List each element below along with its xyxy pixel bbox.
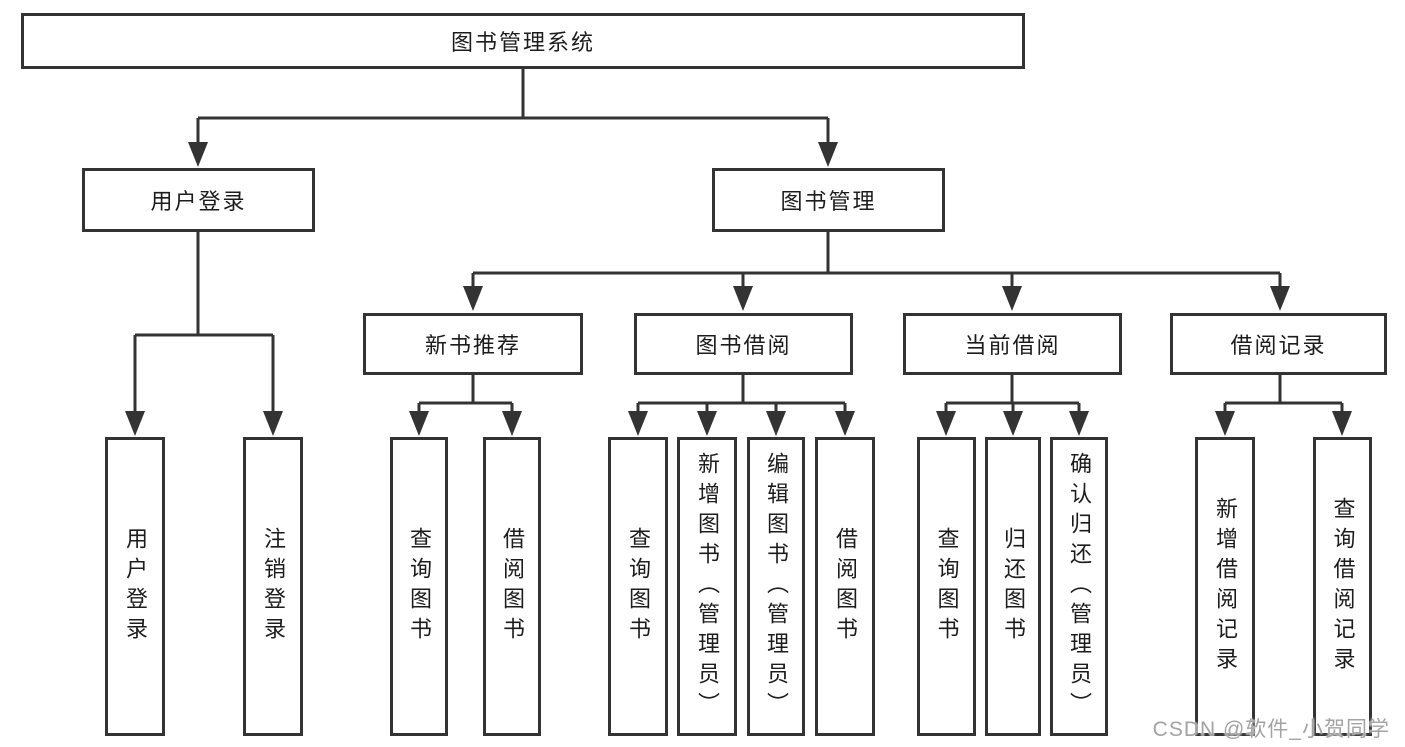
arrowhead <box>188 142 208 167</box>
leaf-borrowing-add-books-admin: 新增图书（管理员） <box>677 437 737 736</box>
node-new-book-recommend: 新书推荐 <box>363 313 583 375</box>
leaf-borrowing-edit-books-admin: 编辑图书（管理员） <box>747 437 805 736</box>
node-user-login: 用户登录 <box>82 168 315 232</box>
node-borrowing-records: 借阅记录 <box>1170 313 1387 375</box>
csdn-watermark: CSDN @软件_小贺同学 <box>1152 718 1390 741</box>
arrowhead <box>936 411 956 436</box>
arrowhead <box>1215 411 1235 436</box>
leaf-borrowing-borrow-books: 借阅图书 <box>815 437 875 736</box>
leaf-current-return-books-label: 归还图书 <box>1001 526 1026 647</box>
arrowhead <box>818 142 838 167</box>
node-book-management-label: 图书管理 <box>780 189 877 214</box>
arrowhead <box>463 286 483 311</box>
arrowhead <box>733 286 753 311</box>
node-book-borrowing-label: 图书借阅 <box>695 333 792 358</box>
leaf-borrowing-add-books-admin-label: 新增图书（管理员） <box>695 451 720 722</box>
leaf-records-query-record-label: 查询借阅记录 <box>1330 496 1356 677</box>
node-root-label: 图书管理系统 <box>450 30 595 55</box>
node-current-borrowing-label: 当前借阅 <box>964 333 1061 358</box>
connector-book-management-split <box>471 230 1282 289</box>
node-borrowing-records-label: 借阅记录 <box>1230 333 1327 358</box>
node-root: 图书管理系统 <box>21 13 1025 69</box>
leaf-recommend-borrow-books: 借阅图书 <box>483 437 541 736</box>
arrowhead <box>628 411 648 436</box>
leaf-borrowing-edit-books-admin-label: 编辑图书（管理员） <box>764 451 789 722</box>
leaf-logout-login-label: 注销登录 <box>261 526 286 647</box>
leaf-borrowing-query-books-label: 查询图书 <box>626 526 651 647</box>
leaf-current-query-books: 查询图书 <box>917 437 976 736</box>
arrowhead <box>766 411 786 436</box>
arrowhead <box>125 411 145 436</box>
arrowhead <box>1270 286 1290 311</box>
leaf-user-login: 用户登录 <box>105 437 165 736</box>
leaf-current-query-books-label: 查询图书 <box>934 526 960 647</box>
connector-new-book-recommend-split <box>417 373 514 414</box>
node-book-borrowing: 图书借阅 <box>634 313 853 375</box>
node-new-book-recommend-label: 新书推荐 <box>424 333 521 358</box>
leaf-recommend-borrow-books-label: 借阅图书 <box>500 526 525 647</box>
leaf-logout-login: 注销登录 <box>243 437 303 736</box>
arrowhead <box>1069 411 1089 436</box>
leaf-recommend-query-books-label: 查询图书 <box>407 526 432 647</box>
node-user-login-label: 用户登录 <box>150 189 247 214</box>
node-current-borrowing: 当前借阅 <box>903 313 1122 375</box>
leaf-current-return-books: 归还图书 <box>985 437 1041 736</box>
leaf-borrowing-query-books: 查询图书 <box>608 437 668 736</box>
arrowhead <box>502 411 522 436</box>
leaf-user-login-label: 用户登录 <box>123 526 148 647</box>
connector-current-borrowing-split <box>944 373 1081 414</box>
connector-user-login-split <box>133 230 275 414</box>
node-book-management: 图书管理 <box>712 168 945 232</box>
arrowhead <box>263 411 283 436</box>
arrowhead <box>1003 411 1023 436</box>
arrowhead <box>1002 286 1022 311</box>
arrowhead <box>697 411 717 436</box>
leaf-records-add-record-label: 新增借阅记录 <box>1213 496 1238 677</box>
connector-book-borrowing-split <box>636 373 847 414</box>
leaf-current-confirm-return-admin-label: 确认归还（管理员） <box>1067 451 1092 722</box>
arrowhead <box>409 411 429 436</box>
leaf-borrowing-borrow-books-label: 借阅图书 <box>833 526 858 647</box>
arrowhead <box>1332 411 1352 436</box>
leaf-records-add-record: 新增借阅记录 <box>1195 437 1255 736</box>
arrowhead <box>835 411 855 436</box>
leaf-current-confirm-return-admin: 确认归还（管理员） <box>1050 437 1108 736</box>
connector-root-split <box>196 67 830 144</box>
leaf-recommend-query-books: 查询图书 <box>390 437 448 736</box>
leaf-records-query-record: 查询借阅记录 <box>1313 437 1372 736</box>
connector-borrowing-records-split <box>1223 373 1344 414</box>
